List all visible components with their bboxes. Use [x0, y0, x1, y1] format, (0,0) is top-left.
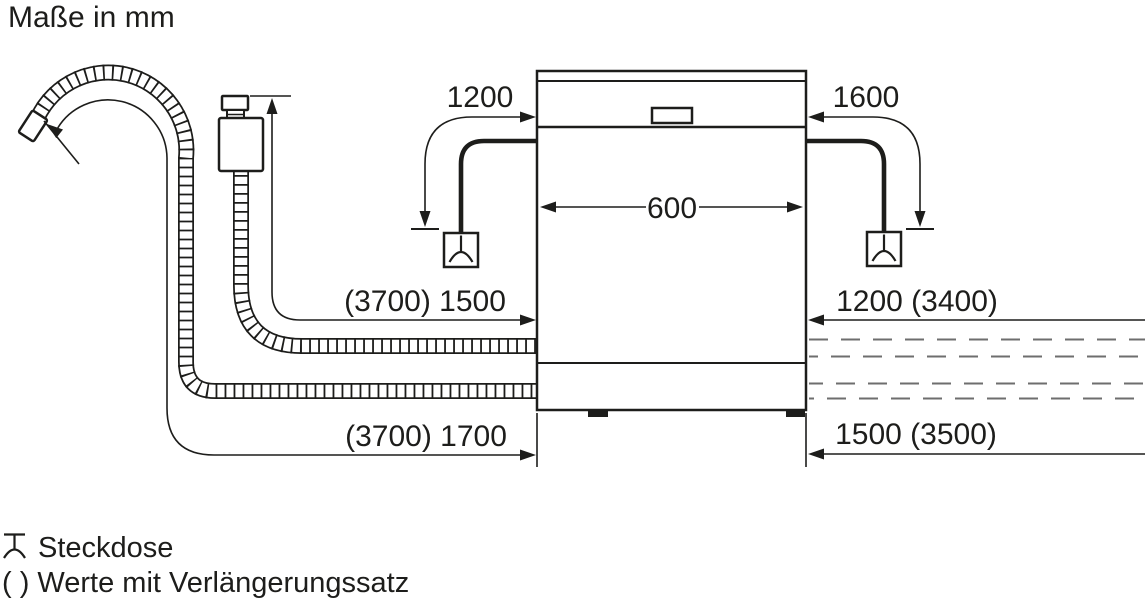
dimension-supply-hose: (3700) 1500 [250, 95, 536, 326]
tap-connector-cap [220, 94, 250, 112]
socket-right [865, 230, 903, 268]
power-cord-left [458, 138, 538, 232]
legend: Steckdose ( ) Werte mit Verlängerungssat… [2, 532, 409, 599]
aquastop-valve [217, 94, 265, 173]
dimension-width-600: 600 [540, 192, 803, 225]
power-cord-right [805, 138, 887, 231]
dimension-label-bottom-left: (3700) 1700 [345, 420, 507, 453]
supply-hose [233, 166, 538, 354]
legend-extension-label: ( ) Werte mit Verlängerungssatz [2, 567, 409, 599]
hose-continuation-dashed-lines [809, 338, 1145, 400]
foot-left [588, 410, 608, 417]
dishwasher [535, 69, 808, 417]
aquastop-box [217, 116, 265, 173]
socket-left [442, 231, 480, 269]
socket-icon-left [448, 235, 474, 263]
dimension-mid-right: 1200 (3400) [808, 285, 1145, 326]
legend-socket-label: Steckdose [38, 532, 173, 564]
dimension-label-bottom-right: 1500 (3500) [835, 418, 997, 451]
drain-hose [17, 64, 538, 399]
page-title: Maße in mm [8, 1, 175, 34]
dimension-label-mid-right: 1200 (3400) [836, 285, 998, 318]
dimension-label-top-left: 1200 [447, 81, 514, 114]
drain-hose-end-piece [17, 109, 49, 143]
dimension-bottom-right: 1500 (3500) [805, 413, 1145, 467]
foot-right [786, 410, 805, 417]
dimension-label-top-right: 1600 [833, 81, 900, 114]
dimension-label-width: 600 [647, 192, 697, 225]
dimension-label-mid-left: (3700) 1500 [344, 285, 506, 318]
socket-icon-right [871, 234, 897, 262]
door-handle [650, 106, 694, 125]
dimension-top-left-1200: 1200 [411, 81, 536, 230]
socket-legend-icon [3, 533, 26, 559]
dimension-top-right-1600: 1600 [808, 81, 934, 230]
dimension-drain-hose: (3700) 1700 [43, 99, 538, 467]
